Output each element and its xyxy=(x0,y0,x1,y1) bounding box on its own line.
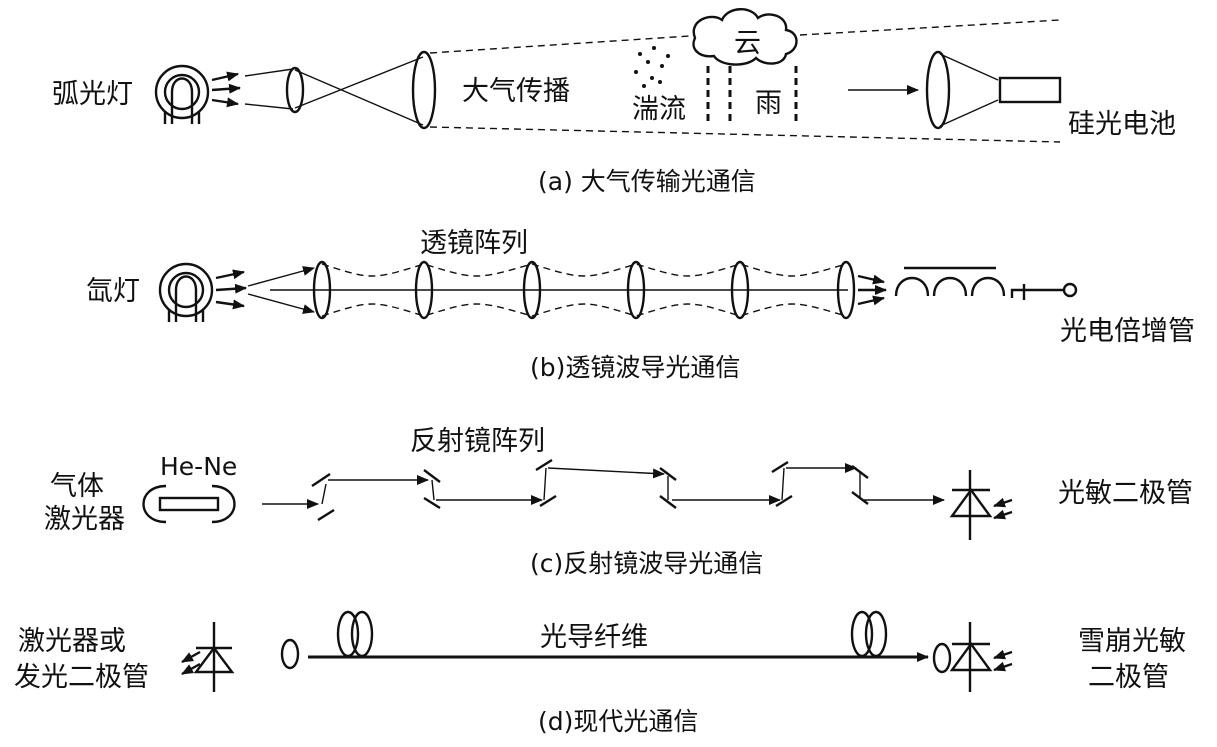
propagation-label: 大气传播 xyxy=(462,76,570,107)
receiver-lens-a xyxy=(925,50,999,130)
he-ne-label: He-Ne xyxy=(160,452,237,481)
lens-4-icon xyxy=(626,260,646,320)
lens-5-icon xyxy=(730,260,750,320)
silicon-cell-icon xyxy=(998,76,1062,104)
caption-c: (c)反射镜波导光通信 xyxy=(530,549,763,578)
apd-label-1: 雪崩光敏 xyxy=(1078,626,1186,657)
photomultiplier-icon xyxy=(894,266,1078,300)
laser-or-led-label-1: 激光器或 xyxy=(18,626,126,657)
photodiode-icon xyxy=(949,470,1013,540)
mirror-array-label: 反射镜阵列 xyxy=(410,426,545,457)
gas-laser-label-1: 气体 xyxy=(50,471,104,502)
caption-d: (d)现代光通信 xyxy=(538,707,698,736)
reflected-beam xyxy=(321,463,945,505)
arc-lamp-label: 弧光灯 xyxy=(52,79,133,110)
panel-a: 弧光灯 大气传播 云 湍流 xyxy=(52,8,1176,196)
beam-lines-a xyxy=(244,56,424,126)
photodiode-label: 光敏二极管 xyxy=(1058,478,1193,509)
fiber-coil-left-icon xyxy=(336,610,374,658)
turbulence-dots xyxy=(634,46,670,88)
turbulence-label: 湍流 xyxy=(632,94,686,125)
small-lens-icon xyxy=(285,66,305,114)
mirror-array xyxy=(311,458,869,522)
lens-array-label: 透镜阵列 xyxy=(420,228,528,259)
laser-or-led-label-2: 发光二极管 xyxy=(14,662,149,693)
output-arrows-b xyxy=(857,274,887,306)
gas-laser-label-2: 激光器 xyxy=(44,504,125,535)
apd-label-2: 二极管 xyxy=(1088,662,1169,693)
panel-d: 激光器或 发光二极管 光导纤维 雪崩光敏 二极管 (d xyxy=(14,610,1186,736)
xenon-lamp-icon xyxy=(158,262,247,322)
lens-3-icon xyxy=(522,260,542,320)
led-icon xyxy=(181,622,235,692)
avalanche-photodiode-icon xyxy=(949,622,1013,692)
lens-1-icon xyxy=(312,260,332,320)
optical-fiber-label: 光导纤维 xyxy=(540,622,648,653)
cloud-label: 云 xyxy=(734,28,761,59)
panel-c: 气体 激光器 He-Ne xyxy=(44,426,1193,578)
rain-lines xyxy=(706,66,798,124)
caption-b: (b)透镜波导光通信 xyxy=(530,353,740,382)
fiber-coil-right-icon xyxy=(850,610,888,658)
coupling-lens-icon xyxy=(280,638,300,670)
rain-label: 雨 xyxy=(755,88,782,119)
photomultiplier-label: 光电倍增管 xyxy=(1060,316,1195,347)
arc-lamp-icon xyxy=(154,64,241,124)
panel-b: 氙灯 透镜阵列 xyxy=(86,228,1195,382)
he-ne-laser-icon xyxy=(142,484,236,524)
large-lens-icon xyxy=(411,50,437,130)
lens-6-icon xyxy=(836,260,856,320)
silicon-cell-label: 硅光电池 xyxy=(1068,109,1176,140)
xenon-lamp-label: 氙灯 xyxy=(86,276,140,307)
receiver-lens-d-icon xyxy=(932,642,952,674)
lens-array xyxy=(312,260,856,320)
cloud-icon xyxy=(692,8,798,66)
lens-2-icon xyxy=(414,260,434,320)
caption-a: (a) 大气传输光通信 xyxy=(538,167,756,196)
